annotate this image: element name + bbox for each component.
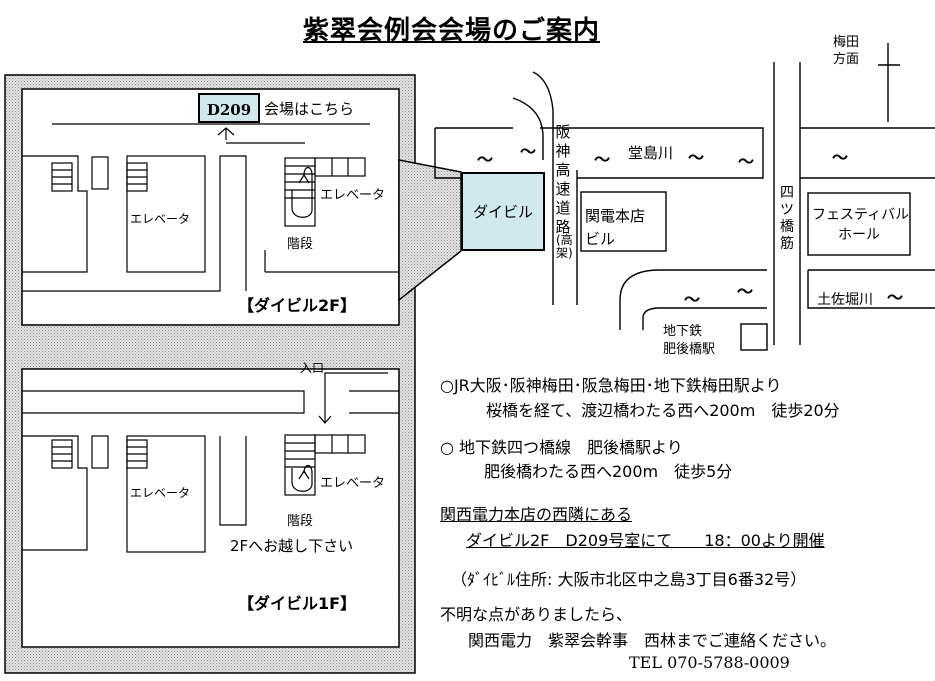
floor2-plan (22, 123, 399, 292)
wave-icon: 〜 (520, 142, 537, 161)
floor1-elevator-right-label: エレベータ (320, 476, 386, 491)
floor2-elevator-left-label: エレベータ (130, 212, 191, 226)
wave-icon: 〜 (832, 148, 849, 167)
route1-line2: 桜橋を経て、渡辺橋わたる西へ200m 徒歩20分 (486, 401, 840, 420)
wave-icon: 〜 (688, 148, 705, 167)
yotsubashi-suji-label: 四ツ橋筋 (780, 185, 794, 252)
contact-line1: 不明な点がありましたら、 (440, 605, 633, 624)
floor1-title: 【ダイビル1F】 (238, 594, 357, 613)
wave-icon: 〜 (887, 288, 904, 307)
floor2-title: 【ダイビル2F】 (238, 296, 357, 315)
location-line2: ダイビル2F D209号室にて 18：00より開催 (466, 531, 825, 550)
floor1-stairs-label: 階段 (287, 514, 314, 529)
address: （ﾀﾞｲﾋﾞﾙ住所: 大阪市北区中之島3丁目6番32号） (451, 570, 807, 589)
floor1-elevator-left-label: エレベータ (130, 486, 191, 500)
page-title: 紫翠会例会会場のご案内 (303, 16, 601, 46)
wave-icon: 〜 (738, 152, 755, 171)
wave-icon: 〜 (737, 282, 754, 301)
kanden-building-label: ビル (585, 230, 616, 248)
umeda-label: 梅田 (833, 35, 860, 50)
route1-line1: ○JR大阪･阪神梅田･阪急梅田･地下鉄梅田駅より (440, 376, 782, 395)
route2-line1: ○ 地下鉄四つ橋線 肥後橋駅より (440, 438, 683, 457)
direction-label: 方面 (833, 52, 860, 67)
area-map-roads (434, 43, 935, 351)
floor2-stairs-label: 階段 (287, 237, 314, 252)
dojima-river-label: 堂島川 (628, 144, 674, 162)
floor1-plan (22, 372, 399, 553)
wave-icon: 〜 (684, 290, 701, 309)
festival-label: フェスティバル (812, 207, 910, 223)
elevated-label: (高架) (556, 233, 573, 260)
wave-icon: 〜 (477, 150, 494, 169)
location-line1: 関西電力本店の西隣にある (440, 505, 633, 524)
daibiru-building: ダイビル (461, 172, 545, 251)
wave-icon: 〜 (594, 150, 611, 169)
hanshin-expressway-label: 阪神高速道路 (555, 123, 571, 236)
higobashi-station-label: 肥後橋駅 (663, 342, 716, 357)
route2-line2: 肥後橋わたる西へ200m 徒歩5分 (484, 462, 733, 481)
telephone: TEL 070-5788-0009 (629, 653, 790, 672)
kanden-honten-label: 関電本店 (585, 207, 646, 225)
floor2-elevator-right-label: エレベータ (320, 188, 386, 203)
hall-label: ホール (838, 227, 880, 243)
room-d209-label: D209 (198, 93, 260, 123)
contact-line2: 関西電力 紫翠会幹事 西林までご連絡ください。 (468, 631, 837, 650)
entrance-label: 入口 (300, 361, 325, 375)
floor-plan-building (4, 74, 462, 674)
tosabori-river-label: 土佐堀川 (817, 292, 873, 308)
venue-here-label: 会場はこちら (264, 100, 355, 118)
go-to-2f-note: 2Fへお越し下さい (230, 537, 354, 555)
subway-label: 地下鉄 (663, 324, 703, 339)
